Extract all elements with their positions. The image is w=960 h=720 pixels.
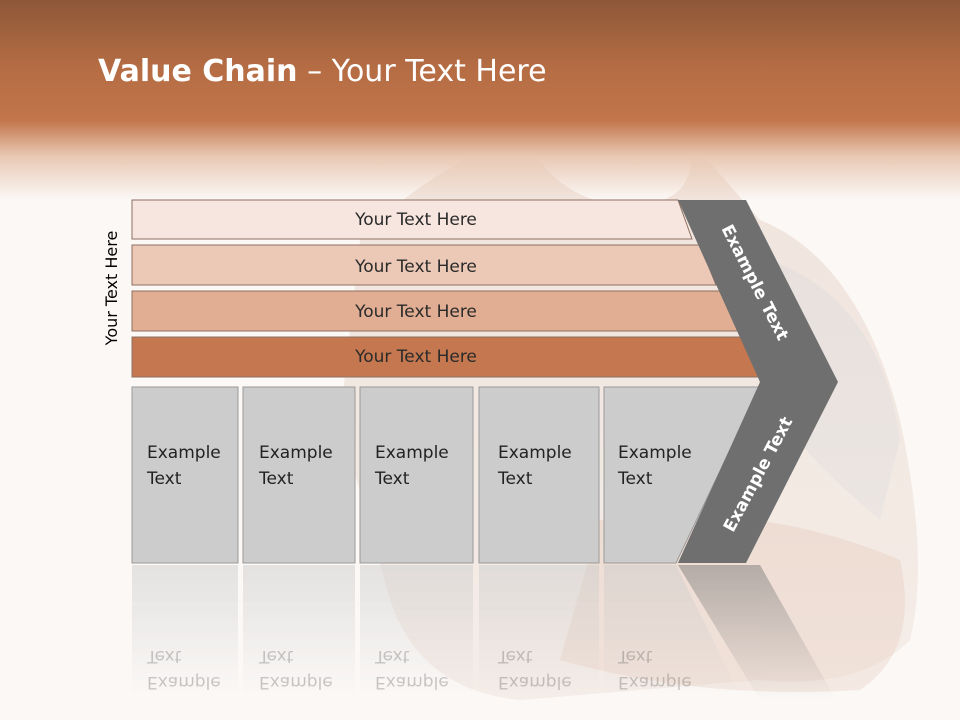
reflection-label-line2: Text xyxy=(617,646,653,666)
column-label-line1: Example xyxy=(259,443,333,463)
band-label: Your Text Here xyxy=(354,302,477,322)
page-title: Value Chain – Your Text Here xyxy=(98,54,547,89)
column-label-line1: Example xyxy=(618,443,692,463)
title-bold: Value Chain xyxy=(98,54,298,89)
band: Your Text Here xyxy=(131,290,740,332)
columns-reflection: Example Text Example Text Example Text E… xyxy=(132,565,836,700)
column-shape xyxy=(242,386,356,564)
band-label: Your Text Here xyxy=(354,347,477,367)
reflection-label-line1: Example xyxy=(375,672,449,692)
reflection-label-line1: Example xyxy=(498,672,572,692)
column-label-line2: Text xyxy=(258,469,294,489)
reflection-label-line2: Text xyxy=(258,646,294,666)
column-shape xyxy=(131,386,239,564)
reflection-label-line2: Text xyxy=(497,646,533,666)
band: Your Text Here xyxy=(131,244,717,286)
column-label-line1: Example xyxy=(375,443,449,463)
title-subtitle: Your Text Here xyxy=(331,54,547,89)
band: Your Text Here xyxy=(131,336,763,378)
column-label-line1: Example xyxy=(498,443,572,463)
column-box: Example Text xyxy=(478,386,600,564)
column-label-line2: Text xyxy=(374,469,410,489)
column-box: Example Text xyxy=(242,386,356,564)
column-box: Example Text xyxy=(359,386,474,564)
column-label-line2: Text xyxy=(146,469,182,489)
chevron-arrow xyxy=(678,200,838,563)
column-label-line2: Text xyxy=(617,469,653,489)
reflection-label-line1: Example xyxy=(618,672,692,692)
reflection-label-line1: Example xyxy=(147,672,221,692)
band-shape xyxy=(131,199,693,240)
reflection-label-line2: Text xyxy=(146,646,182,666)
band-shape xyxy=(131,244,717,286)
column-shape xyxy=(478,386,600,564)
column-shape xyxy=(603,386,761,564)
column-box: Example Text xyxy=(131,386,239,564)
reflection-label-line2: Text xyxy=(374,646,410,666)
column-box: Example Text xyxy=(603,386,761,564)
title-separator: – xyxy=(307,54,323,89)
band: Your Text Here xyxy=(131,199,693,240)
band-label: Your Text Here xyxy=(354,210,477,230)
column-label-line2: Text xyxy=(497,469,533,489)
header-band xyxy=(0,0,960,200)
reflection-label-line1: Example xyxy=(259,672,333,692)
column-label-line1: Example xyxy=(147,443,221,463)
band-label: Your Text Here xyxy=(354,257,477,277)
column-shape xyxy=(359,386,474,564)
